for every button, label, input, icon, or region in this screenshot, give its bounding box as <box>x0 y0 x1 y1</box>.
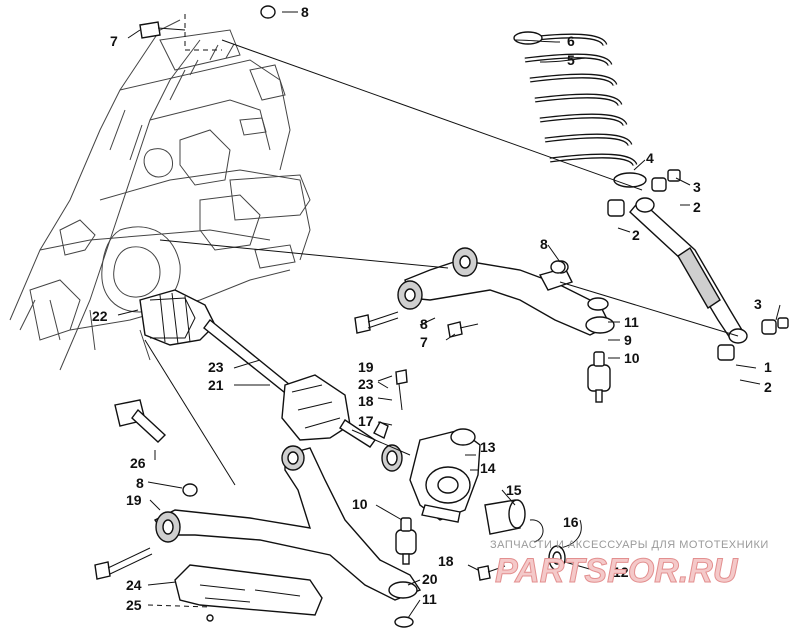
callout-8: 8 <box>301 4 309 20</box>
callout-9: 9 <box>624 332 632 348</box>
callout-8: 8 <box>540 236 548 252</box>
lower-retaining-ring <box>394 616 414 628</box>
callout-8: 8 <box>420 316 428 332</box>
upper-a-arm <box>397 247 615 336</box>
callout-17: 17 <box>358 413 374 429</box>
callout-1: 1 <box>764 359 772 375</box>
rivet <box>206 614 214 622</box>
leader-lines <box>117 11 781 619</box>
callout-18: 18 <box>358 393 374 409</box>
watermark-caption: ЗАПЧАСТИ И АКСЕССУАРЫ ДЛЯ МОТОТЕХНИКИ <box>490 539 769 551</box>
lower-a-arm <box>153 445 422 601</box>
sleeve <box>777 317 789 329</box>
callout-19: 19 <box>126 492 142 508</box>
shock-spring-assembly <box>513 31 789 361</box>
retaining-ring <box>587 297 609 311</box>
ball-joint-socket <box>585 316 615 334</box>
callout-20: 20 <box>422 571 438 587</box>
callout-11: 11 <box>624 314 639 330</box>
hardware <box>94 5 566 581</box>
bushing <box>717 344 735 361</box>
callout-22: 22 <box>92 308 108 324</box>
shock-upper-eye <box>635 197 655 213</box>
callout-16: 16 <box>563 514 579 530</box>
bushing <box>761 319 777 335</box>
bushing <box>607 199 625 217</box>
callout-18: 18 <box>438 553 454 569</box>
callout-26: 26 <box>130 455 146 471</box>
callout-2: 2 <box>693 199 701 215</box>
callout-8: 8 <box>136 475 144 491</box>
spring-seat <box>613 172 647 188</box>
callout-3: 3 <box>693 179 701 195</box>
watermark-logo: PARTSFOR.RU <box>495 552 739 590</box>
callout-25: 25 <box>126 597 142 613</box>
callout-7: 7 <box>110 33 118 49</box>
callout-14: 14 <box>480 460 496 476</box>
callout-5: 5 <box>567 52 575 68</box>
cv-axle <box>139 289 376 448</box>
callout-2: 2 <box>632 227 640 243</box>
steering-knuckle <box>409 428 481 523</box>
callout-15: 15 <box>506 482 522 498</box>
engine-frame-assembly <box>9 19 311 371</box>
callout-23: 23 <box>358 376 374 392</box>
spring-retainer <box>513 31 543 45</box>
callout-2: 2 <box>764 379 772 395</box>
callout-3: 3 <box>754 296 762 312</box>
callout-12: 12 <box>613 564 629 580</box>
callout-4: 4 <box>646 150 654 166</box>
snap-ring <box>529 519 544 543</box>
callout-numbers: 7 8 6 5 4 3 2 2 8 3 1 2 11 9 10 8 7 22 2… <box>92 4 772 613</box>
callout-19: 19 <box>358 359 374 375</box>
callout-7: 7 <box>420 334 428 350</box>
callout-10: 10 <box>624 350 640 366</box>
pivot-bolt <box>114 399 167 443</box>
callout-21: 21 <box>208 377 224 393</box>
a-arm-guard <box>174 564 323 616</box>
upper-ball-joint <box>587 351 611 403</box>
callout-10: 10 <box>352 496 368 512</box>
callout-13: 13 <box>480 439 496 455</box>
callout-11: 11 <box>422 591 437 607</box>
callout-24: 24 <box>126 577 142 593</box>
callout-23: 23 <box>208 359 224 375</box>
watermark: ЗАПЧАСТИ И АКСЕССУАРЫ ДЛЯ МОТОТЕХНИКИ PA… <box>490 539 769 591</box>
callout-6: 6 <box>567 33 575 49</box>
lower-ball-joint <box>395 517 417 565</box>
bushing <box>651 177 667 192</box>
